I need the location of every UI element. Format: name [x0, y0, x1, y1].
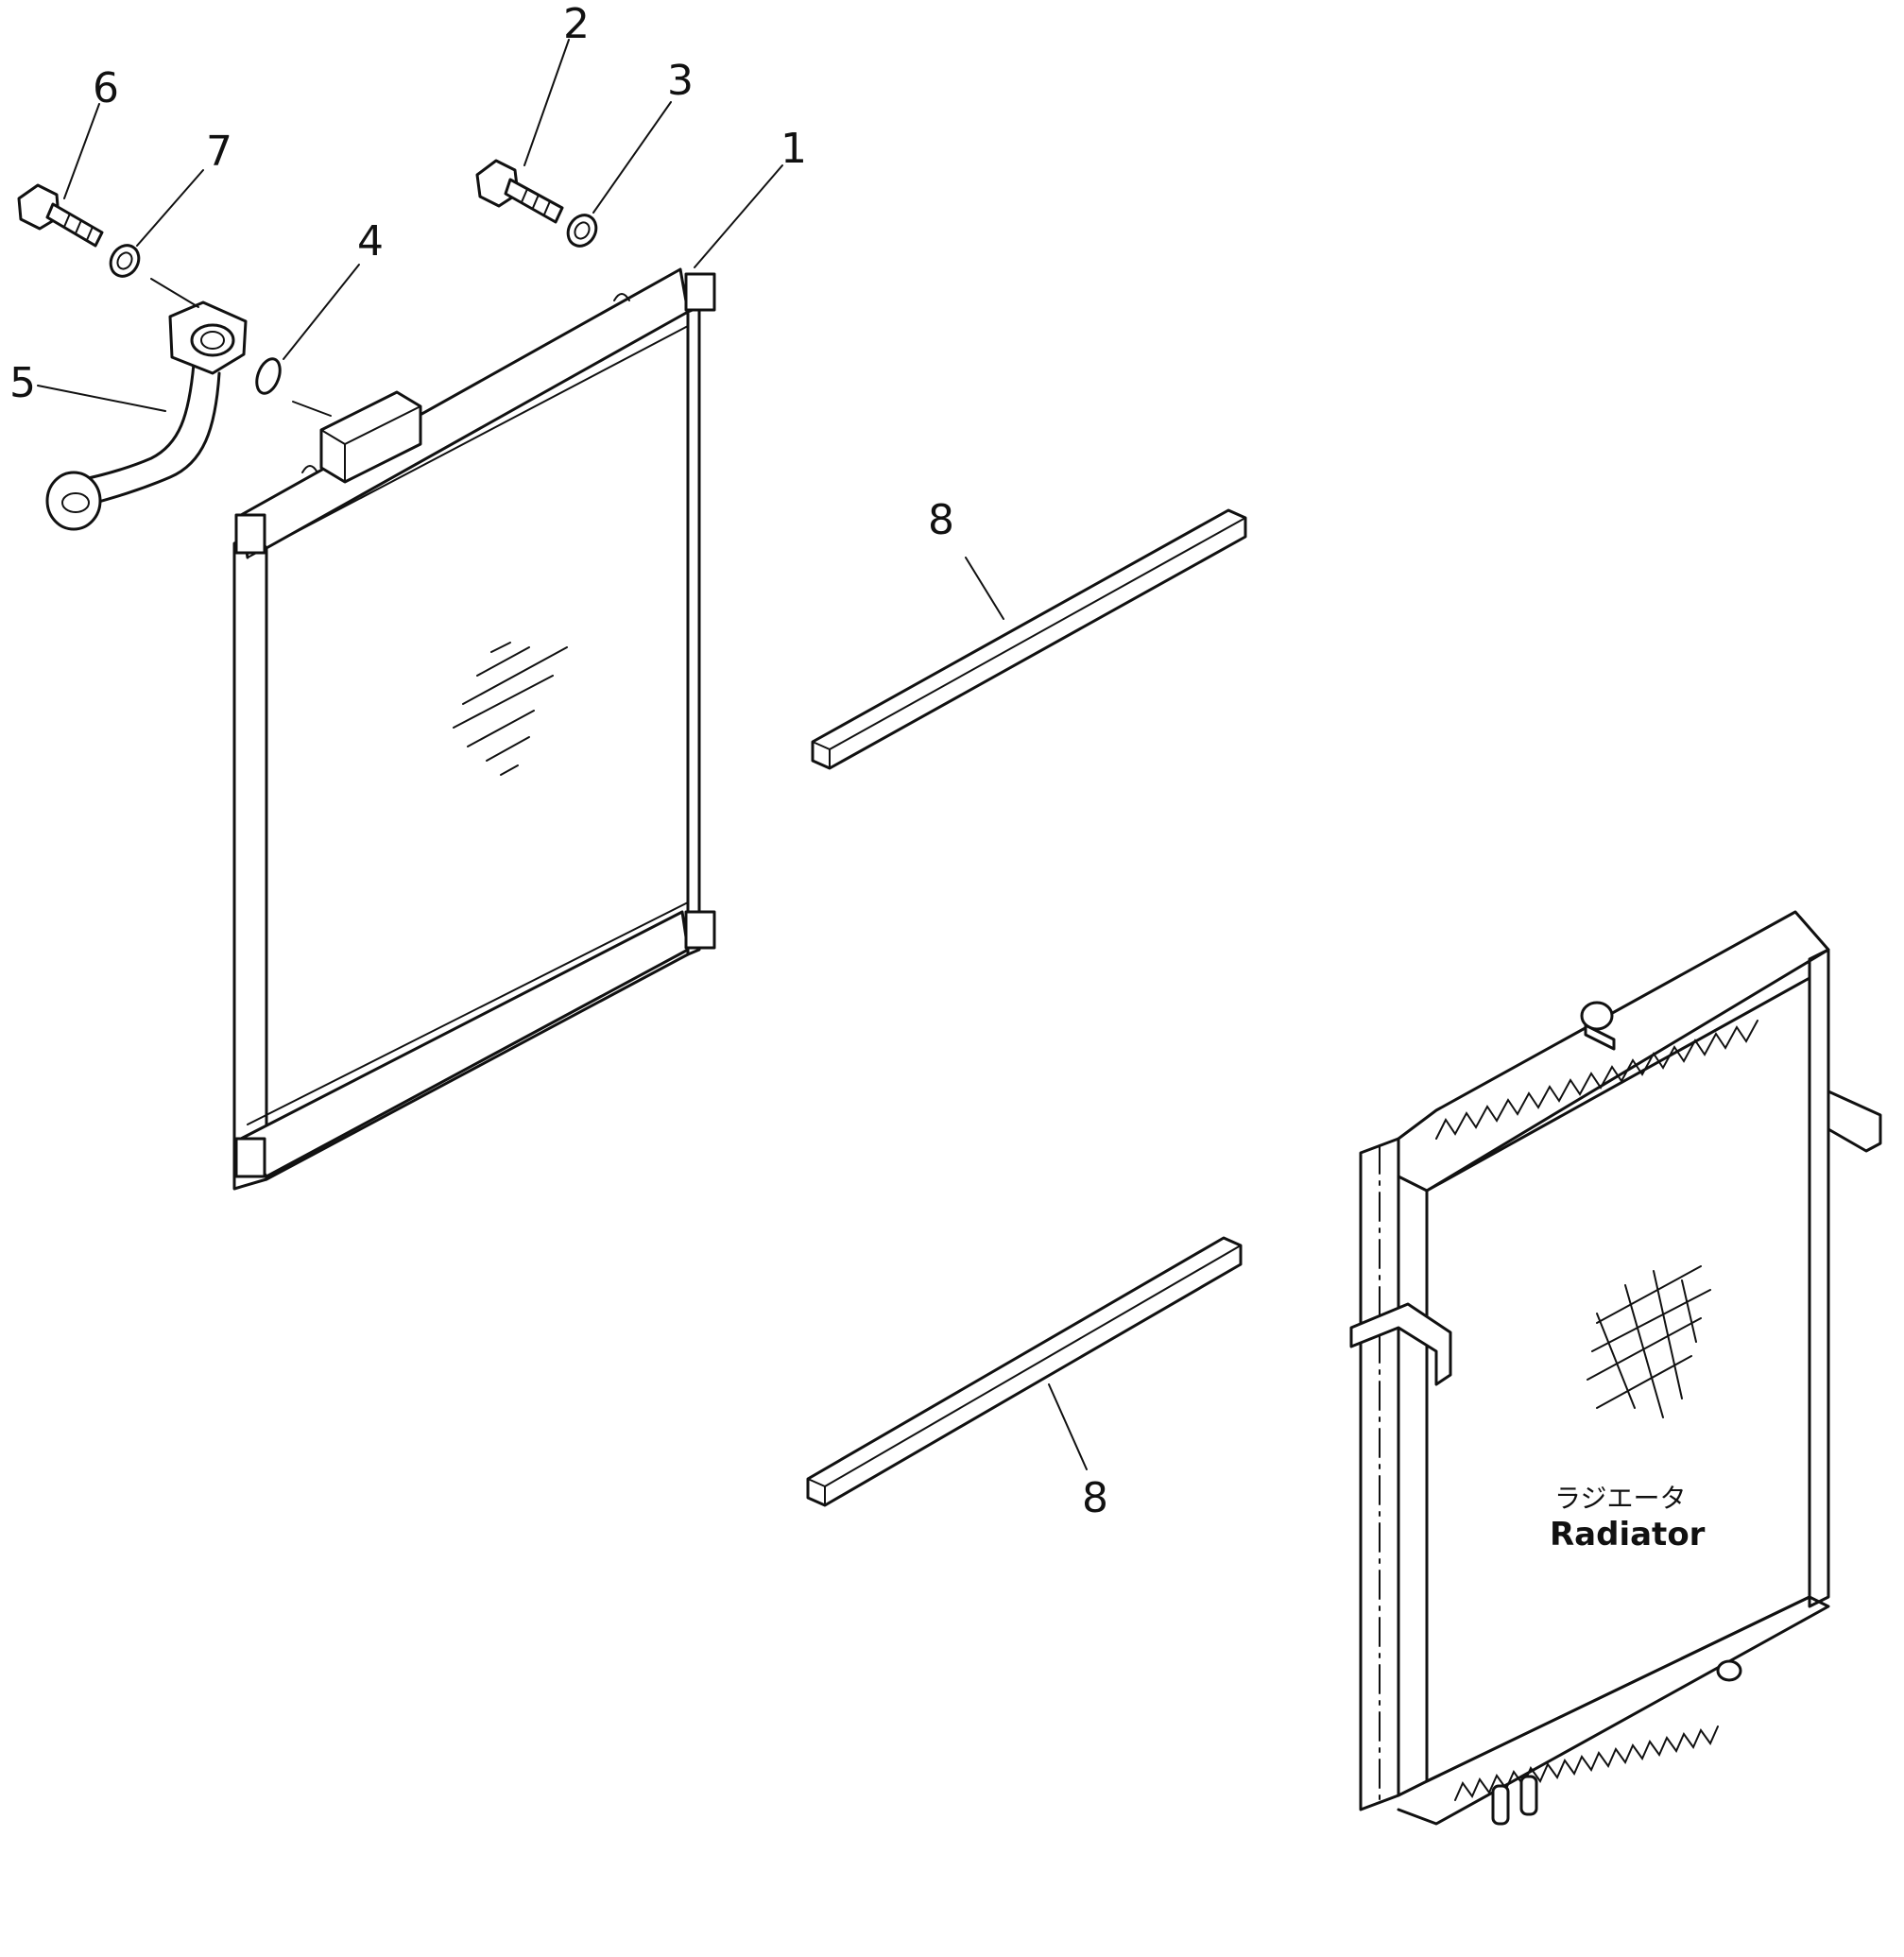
elbow-pipe-part-5 [45, 300, 248, 531]
oil-cooler-core [232, 267, 716, 1191]
callout-8-lower: 8 [1082, 1474, 1108, 1522]
bolt-part-2 [475, 159, 564, 224]
callout-1: 1 [780, 125, 807, 173]
radiator-label-english: Radiator [1550, 1516, 1706, 1554]
callout-labels: 1 2 3 4 5 6 7 8 8 [9, 0, 1108, 1522]
radiator-core-hatch [1587, 1265, 1711, 1418]
callout-2: 2 [563, 0, 590, 48]
leader-lines [37, 39, 1088, 1470]
o-ring-part-4 [255, 357, 282, 395]
radiator-assembly: ラジエータ Radiator [1349, 910, 1882, 1826]
callout-3: 3 [667, 57, 694, 105]
callout-5: 5 [9, 359, 36, 407]
seal-strip-lower [806, 1236, 1243, 1507]
washer-part-3 [566, 214, 598, 248]
callout-4: 4 [357, 217, 384, 266]
callout-6: 6 [93, 64, 119, 112]
washer-part-7 [109, 244, 141, 278]
callout-8-upper: 8 [928, 496, 954, 544]
radiator-label-japanese: ラジエータ [1554, 1483, 1686, 1514]
bolt-part-6 [17, 183, 104, 248]
seal-strip-upper [811, 508, 1247, 770]
callout-7: 7 [206, 128, 232, 176]
